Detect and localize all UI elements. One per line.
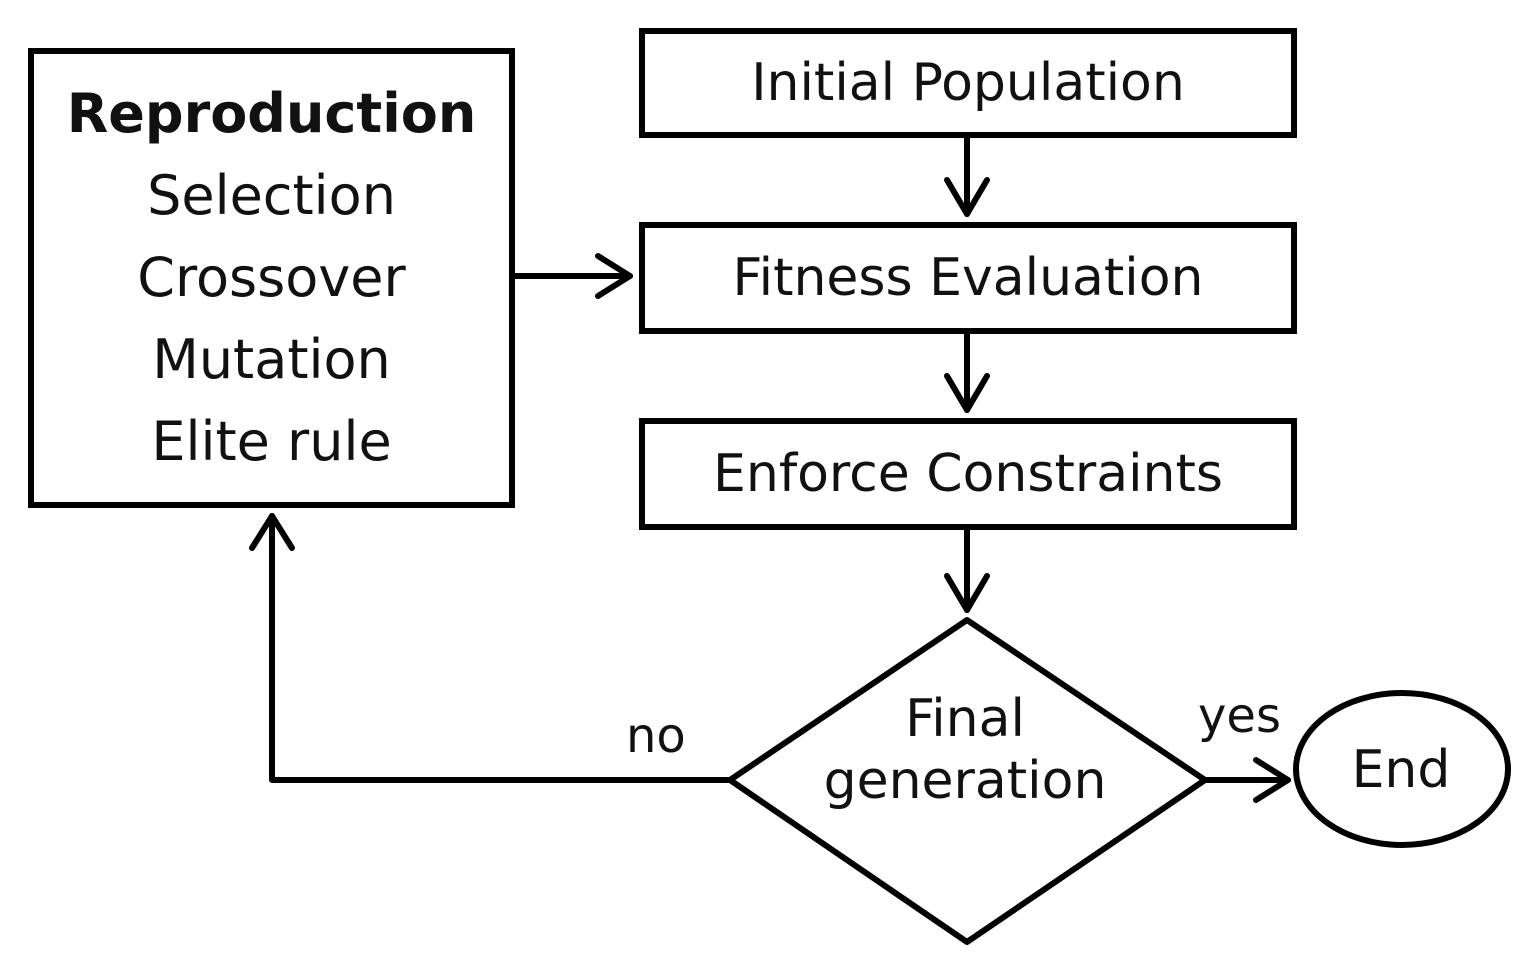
fitness-evaluation-box: Fitness Evaluation	[639, 222, 1297, 334]
arrow-yes-to-end	[1202, 757, 1291, 803]
arrow-fitness-to-enforce	[944, 331, 990, 413]
enforce-constraints-label: Enforce Constraints	[713, 444, 1223, 504]
decision-label: Final generation	[780, 688, 1150, 812]
reproduction-title: Reproduction	[66, 82, 477, 145]
enforce-constraints-box: Enforce Constraints	[639, 418, 1297, 530]
arrow-initial-to-fitness	[944, 135, 990, 217]
edge-label-no: no	[626, 708, 686, 764]
edge-label-yes: yes	[1198, 688, 1281, 744]
fitness-evaluation-label: Fitness Evaluation	[732, 248, 1204, 308]
decision-diamond	[727, 617, 1208, 945]
initial-population-box: Initial Population	[639, 28, 1297, 138]
end-terminator	[1293, 690, 1511, 848]
end-label: End	[1351, 740, 1451, 800]
reproduction-step-elite-rule: Elite rule	[151, 410, 392, 473]
reproduction-step-mutation: Mutation	[152, 328, 391, 391]
reproduction-step-selection: Selection	[147, 164, 396, 227]
decision-label-line1: Final	[905, 689, 1025, 749]
reproduction-box: Reproduction Selection Crossover Mutatio…	[28, 48, 515, 508]
arrow-no-to-reproduction	[249, 513, 733, 783]
initial-population-label: Initial Population	[751, 53, 1185, 113]
decision-label-line2: generation	[823, 751, 1107, 811]
reproduction-step-crossover: Crossover	[137, 246, 406, 309]
arrow-enforce-to-decision	[944, 527, 990, 613]
arrow-reproduction-to-fitness	[512, 253, 633, 299]
